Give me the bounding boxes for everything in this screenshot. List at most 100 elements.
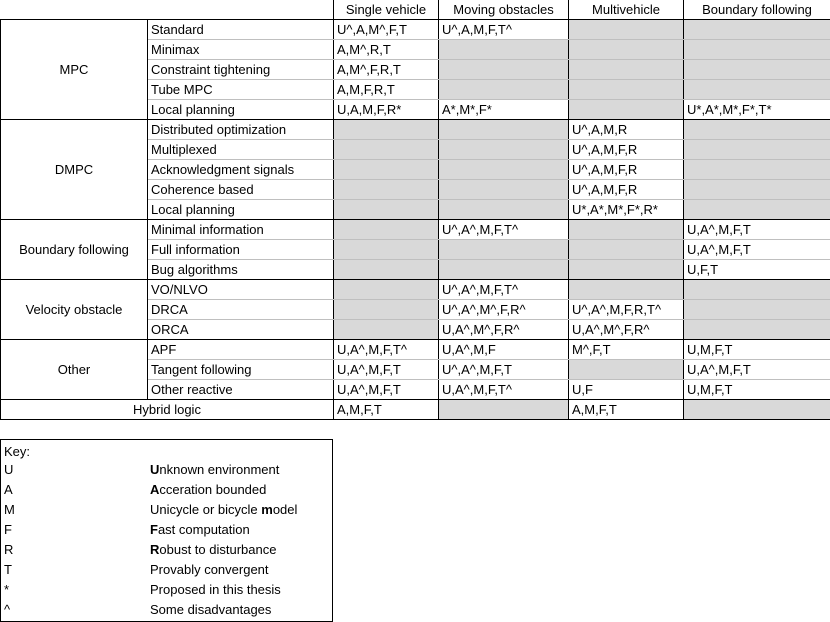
- property-cell: [438, 159, 569, 180]
- key-description-text: nknown environment: [159, 462, 280, 477]
- property-cell: [333, 139, 439, 160]
- property-cell: [683, 399, 830, 420]
- key-description-bold-letter: R: [150, 542, 160, 557]
- method-label: Constraint tightening: [147, 59, 334, 80]
- key-symbol: A: [4, 482, 13, 497]
- key-description: Proposed in this thesis: [150, 580, 281, 600]
- property-cell: [333, 159, 439, 180]
- key-description-text: obust to disturbance: [159, 542, 277, 557]
- property-cell: [438, 399, 569, 420]
- column-header-single-vehicle: Single vehicle: [333, 0, 439, 20]
- key-description: Unicycle or bicycle model: [150, 500, 297, 520]
- key-entry: ^Some disadvantages: [1, 600, 332, 620]
- key-description: Some disadvantages: [150, 600, 271, 620]
- property-cell: [438, 139, 569, 160]
- property-cell: [568, 239, 684, 260]
- key-description: Robust to disturbance: [150, 540, 276, 560]
- property-cell: [333, 299, 439, 320]
- group-label-hybrid-logic: Hybrid logic: [0, 399, 334, 420]
- method-label: Minimax: [147, 39, 334, 60]
- property-cell: [438, 239, 569, 260]
- method-label: Distributed optimization: [147, 119, 334, 140]
- group-label-mpc: MPC: [0, 19, 148, 120]
- key-description-prefix: Unicycle or bicycle: [150, 502, 262, 517]
- property-cell: U,A^,M^,F,R^: [438, 319, 569, 340]
- property-cell: U^,A,M,R: [568, 119, 684, 140]
- header-empty-cell: [0, 0, 334, 20]
- key-entry: M Unicycle or bicycle model: [1, 500, 332, 520]
- property-cell: U^,A,M,F,R: [568, 139, 684, 160]
- property-cell: [683, 319, 830, 340]
- property-cell: [333, 279, 439, 300]
- key-description: Fast computation: [150, 520, 250, 540]
- property-cell: U*,A*,M*,F*,T*: [683, 99, 830, 120]
- property-cell: U^,A^,M,F,R,T^: [568, 299, 684, 320]
- property-cell: [438, 259, 569, 280]
- key-description-text: cceration bounded: [159, 482, 267, 497]
- method-label: APF: [147, 339, 334, 360]
- property-cell: [683, 139, 830, 160]
- property-cell: U,M,F,T: [683, 379, 830, 400]
- header-row: Single vehicle Moving obstacles Multiveh…: [0, 0, 830, 20]
- method-label: Tube MPC: [147, 79, 334, 100]
- method-label: ORCA: [147, 319, 334, 340]
- key-symbol: F: [4, 522, 12, 537]
- property-cell: U^,A^,M,F,T^: [438, 279, 569, 300]
- property-cell: [683, 279, 830, 300]
- property-cell: [438, 119, 569, 140]
- method-label: Standard: [147, 19, 334, 40]
- comparison-table: Single vehicle Moving obstacles Multiveh…: [0, 0, 830, 420]
- property-cell: [683, 59, 830, 80]
- method-label: Tangent following: [147, 359, 334, 380]
- property-cell: U,A^,M,F,T^: [333, 339, 439, 360]
- column-header-moving-obstacles: Moving obstacles: [438, 0, 569, 20]
- property-cell: A,M,F,T: [568, 399, 684, 420]
- key-description-bold-letter: F: [150, 522, 158, 537]
- property-cell: [568, 219, 684, 240]
- property-cell: [333, 179, 439, 200]
- property-cell: U,A^,M,F,T: [683, 219, 830, 240]
- property-cell: A,M^,F,R,T: [333, 59, 439, 80]
- property-cell: [568, 279, 684, 300]
- property-cell: U,F: [568, 379, 684, 400]
- property-cell: [333, 119, 439, 140]
- property-cell: [333, 319, 439, 340]
- group-label-velocity-obstacle: Velocity obstacle: [0, 279, 148, 340]
- property-cell: U,A^,M,F,T: [333, 379, 439, 400]
- property-cell: [683, 119, 830, 140]
- property-cell: M^,F,T: [568, 339, 684, 360]
- property-cell: [568, 359, 684, 380]
- method-label: Local planning: [147, 99, 334, 120]
- property-cell: U^,A^,M^,F,R^: [438, 299, 569, 320]
- property-cell: [438, 179, 569, 200]
- key-description-text: Proposed in this thesis: [150, 582, 281, 597]
- group-label-boundary-following: Boundary following: [0, 219, 148, 280]
- property-cell: A,M^,R,T: [333, 39, 439, 60]
- method-label: VO/NLVO: [147, 279, 334, 300]
- property-cell: [568, 79, 684, 100]
- key-symbol: M: [4, 502, 15, 517]
- method-label: Acknowledgment signals: [147, 159, 334, 180]
- key-symbol: U: [4, 462, 14, 477]
- table-body: Single vehicle Moving obstacles Multiveh…: [0, 0, 830, 420]
- key-symbol: T: [4, 562, 12, 577]
- property-cell: [568, 19, 684, 40]
- property-cell: [683, 199, 830, 220]
- property-cell: [683, 159, 830, 180]
- property-cell: [438, 39, 569, 60]
- method-label: Multiplexed: [147, 139, 334, 160]
- key-entry: *Proposed in this thesis: [1, 580, 332, 600]
- property-cell: U,A^,M,F: [438, 339, 569, 360]
